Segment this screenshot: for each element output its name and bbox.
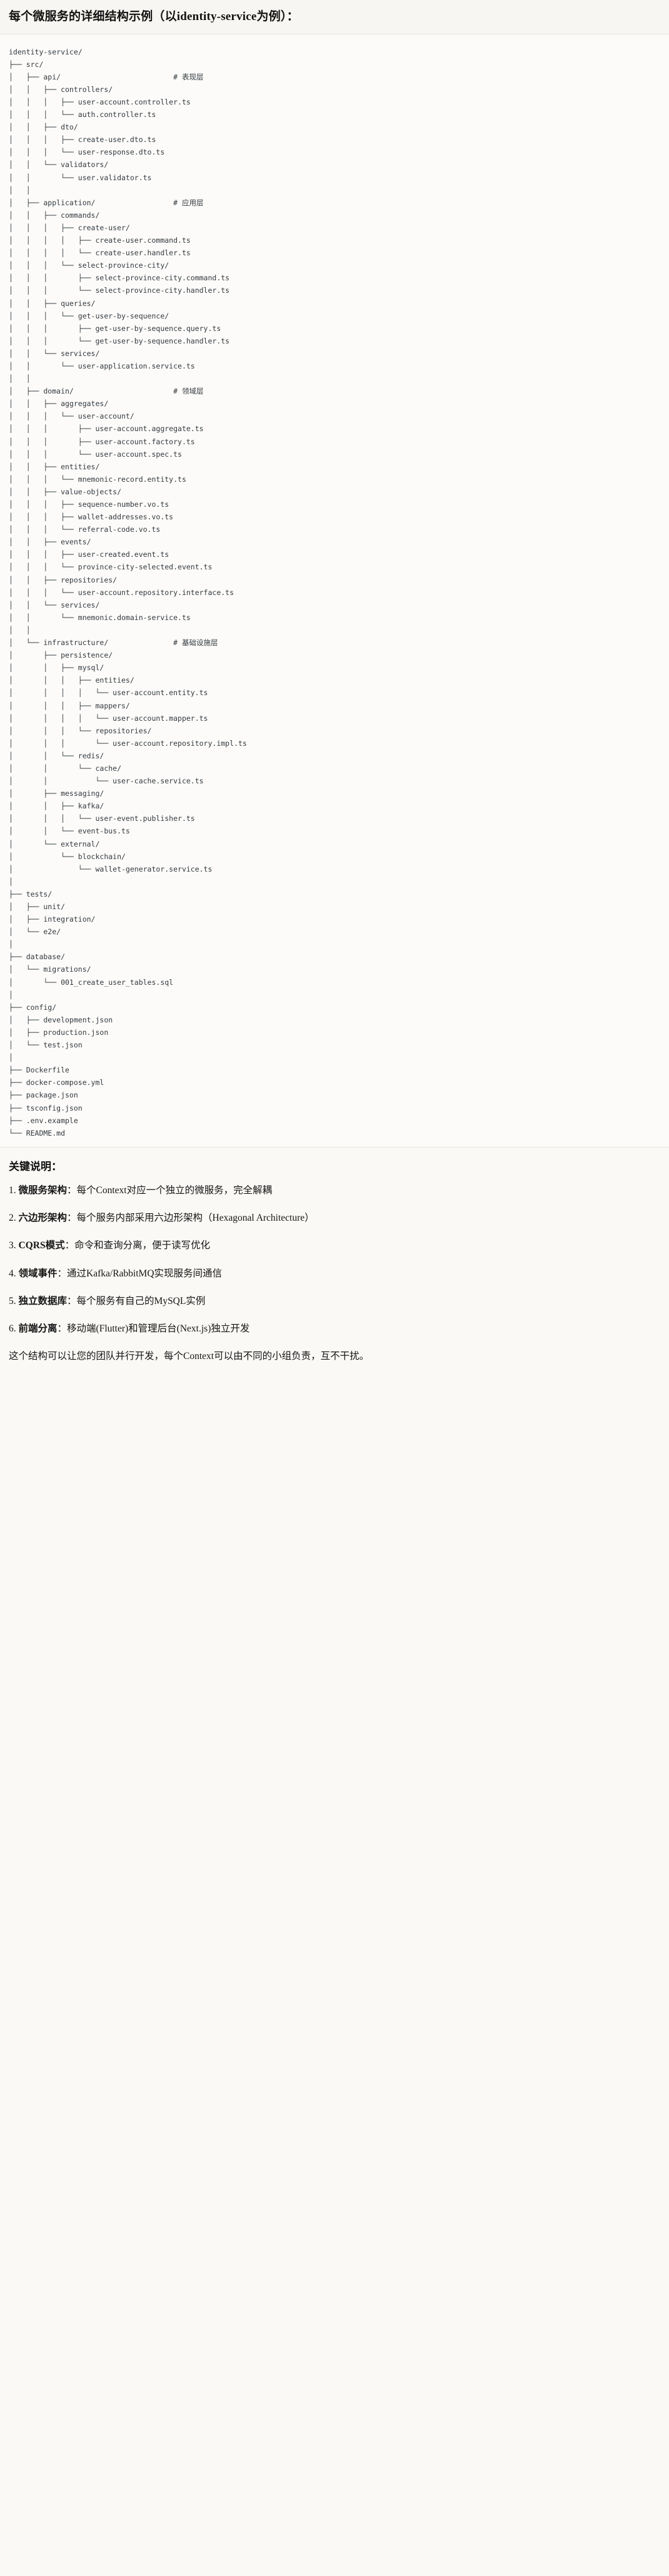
directory-tree-block: identity-service/ ├── src/ │ ├── api/ # … [0, 34, 669, 1147]
note-description: 每个服务内部采用六边形架构（Hexagonal Architecture） [76, 1213, 314, 1224]
note-term: 微服务架构 [18, 1184, 68, 1196]
list-item: 独立数据库：每个服务有自己的MySQL实例 [9, 1294, 660, 1308]
note-description: 命令和查询分离，便于读写优化 [74, 1240, 211, 1251]
note-term: CQRS模式 [18, 1240, 65, 1251]
directory-tree: identity-service/ ├── src/ │ ├── api/ # … [9, 47, 247, 1138]
note-description: 移动端(Flutter)和管理后台(Next.js)独立开发 [67, 1323, 250, 1335]
list-item: CQRS模式：命令和查询分离，便于读写优化 [9, 1238, 660, 1253]
note-description: 每个服务有自己的MySQL实例 [76, 1295, 206, 1306]
note-separator: ： [57, 1268, 68, 1279]
key-notes-list: 微服务架构：每个Context对应一个独立的微服务，完全解耦 六边形架构：每个服… [9, 1183, 660, 1336]
note-term: 前端分离 [18, 1323, 58, 1335]
heading-block: 每个微服务的详细结构示例（以identity-service为例）： [0, 0, 669, 34]
note-description: 通过Kafka/RabbitMQ实现服务间通信 [67, 1268, 223, 1279]
note-separator: ： [64, 1240, 75, 1251]
note-description: 每个Context对应一个独立的微服务，完全解耦 [76, 1184, 273, 1196]
list-item: 前端分离：移动端(Flutter)和管理后台(Next.js)独立开发 [9, 1321, 660, 1336]
key-notes-block: 关键说明： 微服务架构：每个Context对应一个独立的微服务，完全解耦 六边形… [0, 1146, 669, 1379]
list-item: 六边形架构：每个服务内部采用六边形架构（Hexagonal Architectu… [9, 1211, 660, 1225]
note-term: 六边形架构 [18, 1213, 68, 1224]
list-item: 领域事件：通过Kafka/RabbitMQ实现服务间通信 [9, 1266, 660, 1281]
note-separator: ： [67, 1184, 77, 1196]
note-separator: ： [67, 1213, 77, 1224]
note-term: 领域事件 [18, 1268, 58, 1279]
note-term: 独立数据库 [18, 1295, 68, 1306]
key-notes-title: 关键说明： [9, 1160, 62, 1173]
note-separator: ： [57, 1323, 68, 1335]
closing-paragraph: 这个结构可以让您的团队并行开发，每个Context可以由不同的小组负责，互不干扰… [9, 1351, 370, 1362]
list-item: 微服务架构：每个Context对应一个独立的微服务，完全解耦 [9, 1183, 660, 1198]
page-title: 每个微服务的详细结构示例（以identity-service为例）： [9, 10, 299, 23]
note-separator: ： [67, 1295, 77, 1306]
